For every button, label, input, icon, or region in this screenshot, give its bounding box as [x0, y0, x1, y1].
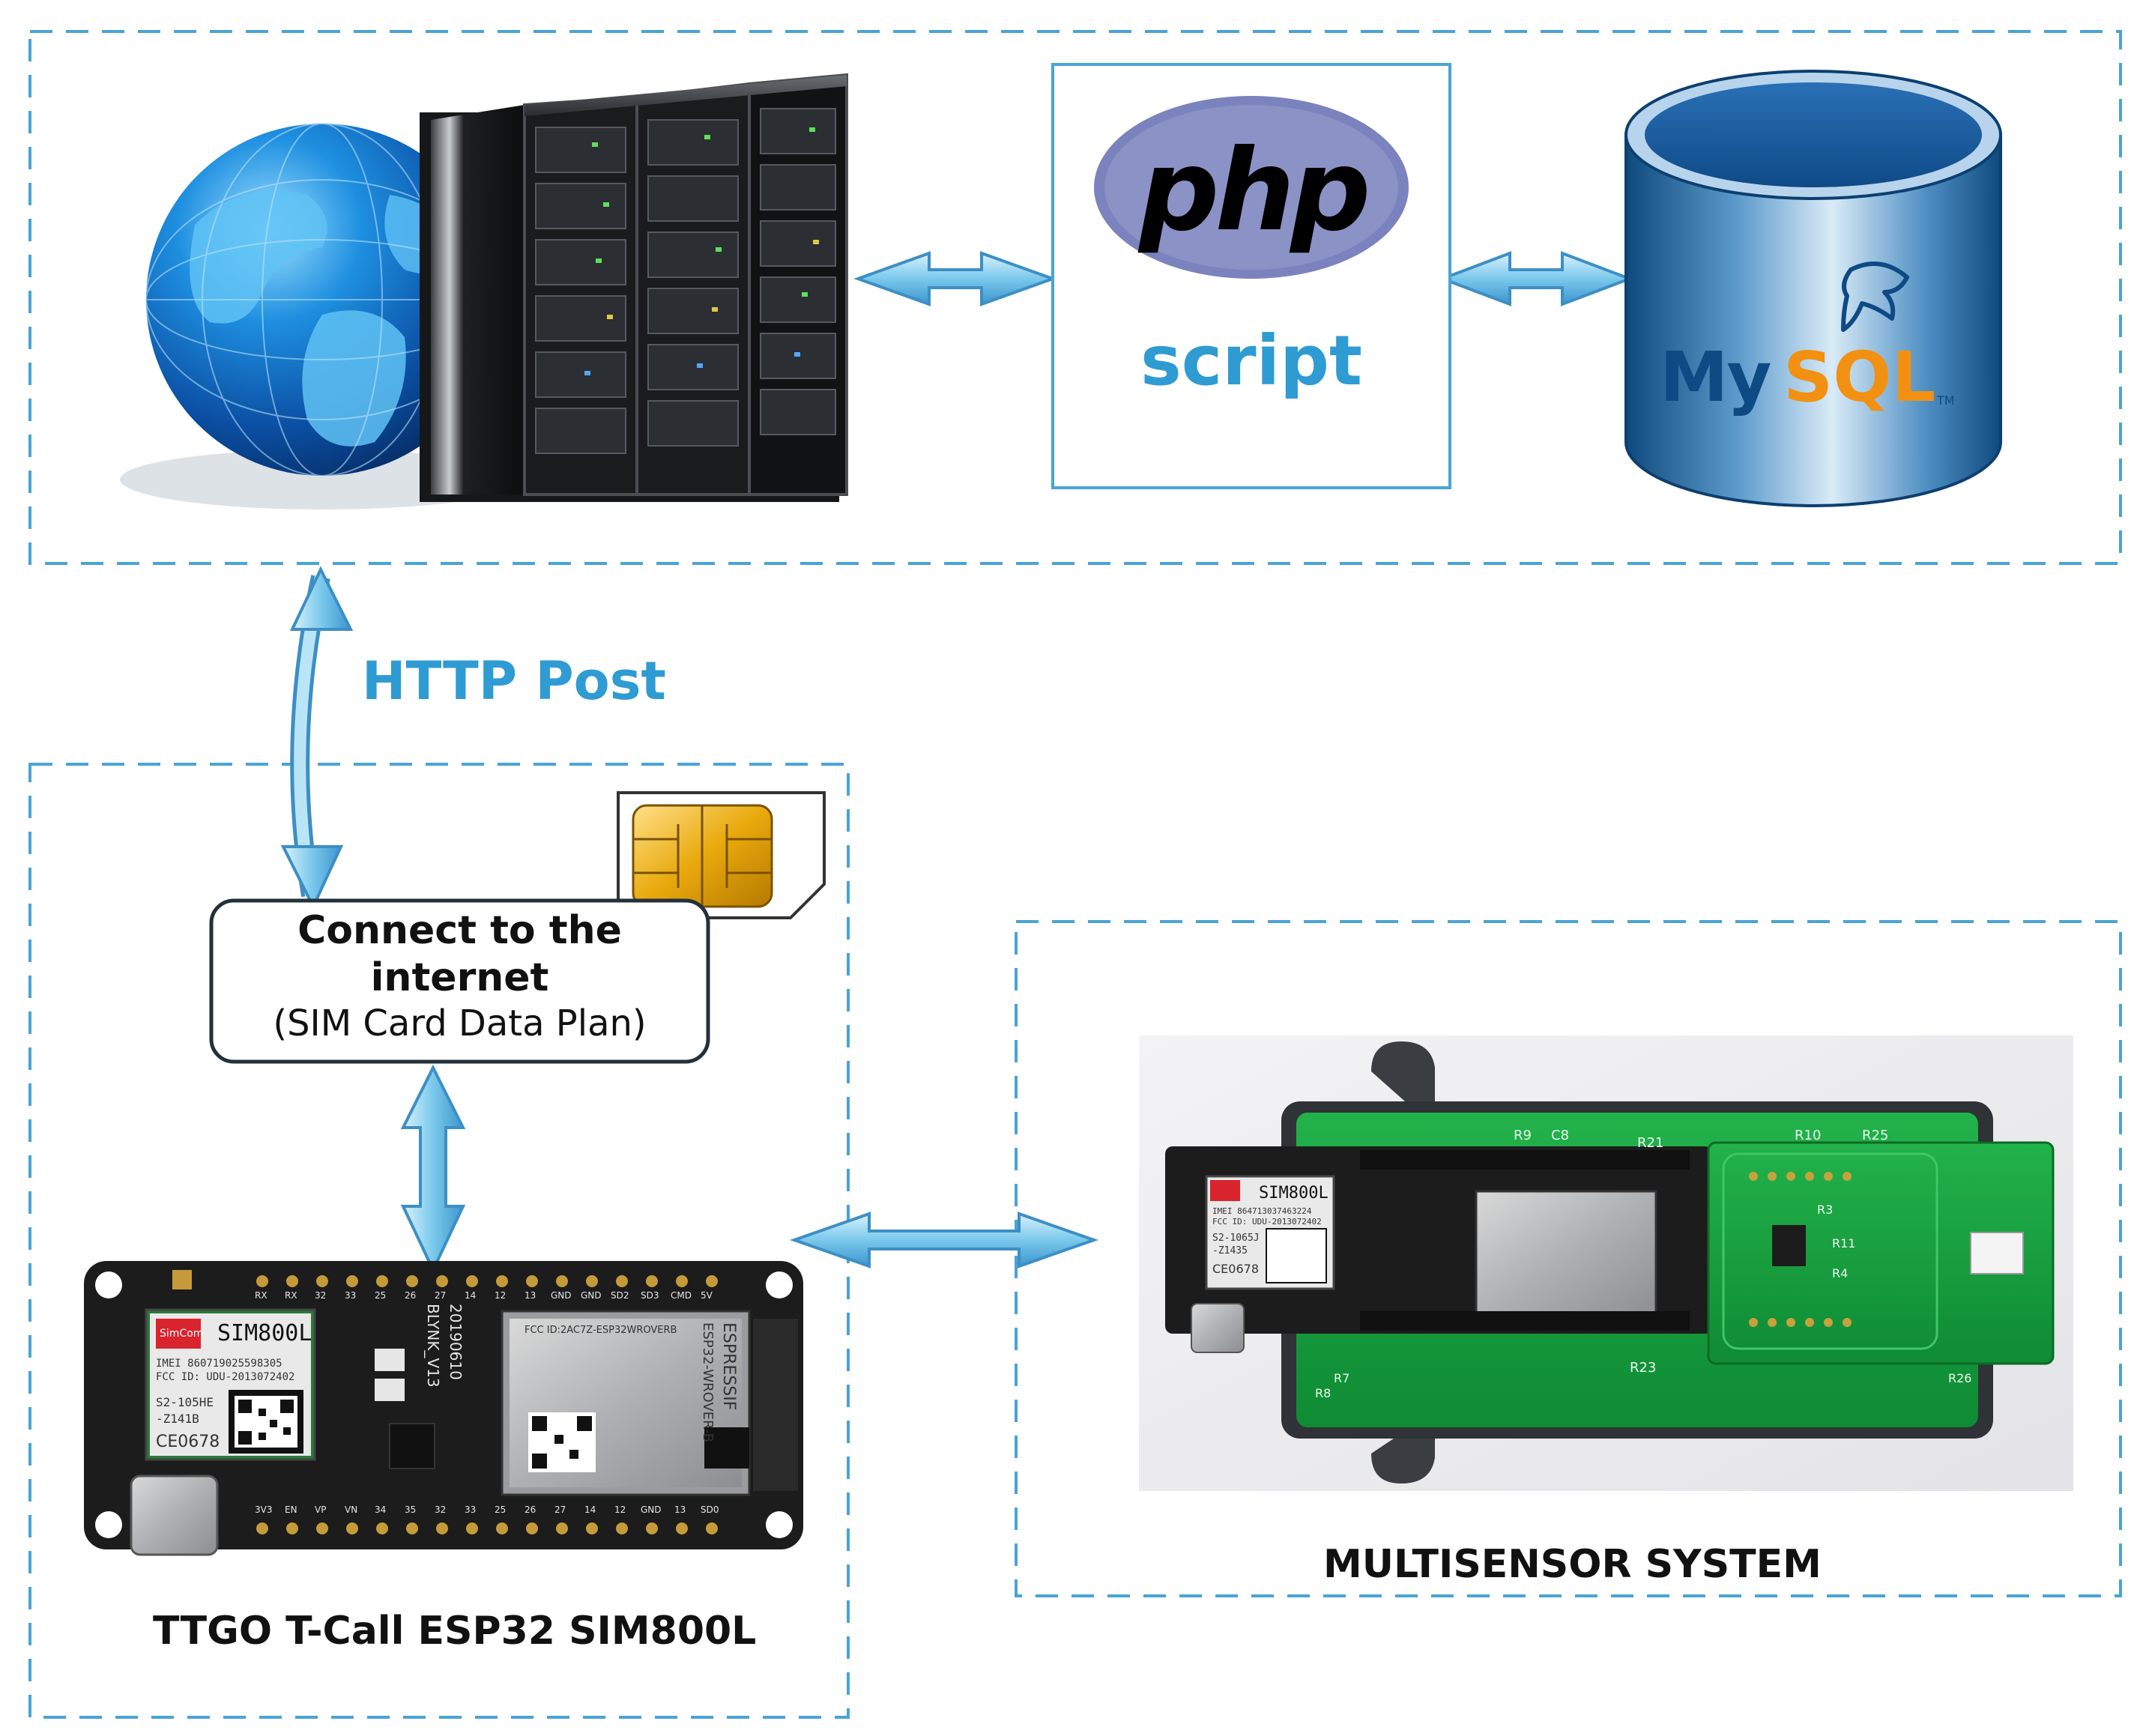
pin-label: 14 [584, 1504, 596, 1515]
pin-label: 32 [315, 1290, 327, 1301]
board-fcc: FCC ID: UDU-2013072402 [156, 1371, 295, 1383]
photo-refdes-r21: R21 [1637, 1135, 1664, 1151]
esp-model: ESP32-WROVER-B [700, 1322, 716, 1443]
photo-refdes-r3: R3 [1817, 1203, 1834, 1217]
board-model-sub: -Z141B [156, 1412, 199, 1426]
board-sim-label: SIM800L [217, 1320, 312, 1346]
connect-line2: internet [370, 955, 549, 1000]
pin-label: 14 [465, 1290, 477, 1301]
mysql-logo-sql: SQL [1783, 337, 1936, 417]
server-group-border [28, 30, 2122, 565]
photo-refdes-r9: R9 [1514, 1128, 1532, 1143]
server-php-arrow [853, 251, 1057, 306]
php-mysql-arrow [1438, 251, 1634, 306]
pin-label: 35 [405, 1504, 417, 1515]
photo-refdes-r23: R23 [1630, 1360, 1657, 1376]
connect-line3: (SIM Card Data Plan) [273, 1002, 647, 1044]
connect-box [209, 898, 710, 1064]
board-imei: IMEI 860719025598305 [156, 1358, 282, 1370]
pin-label: 12 [495, 1290, 507, 1301]
http-post-arrow [280, 566, 354, 910]
photo-fcc: FCC ID: UDU-2013072402 [1212, 1217, 1322, 1227]
board-model: S2-105HE [156, 1395, 214, 1409]
pin-label: 26 [405, 1290, 417, 1301]
board-date: 20190610 [447, 1304, 465, 1380]
pin-label: 13 [674, 1504, 686, 1515]
pin-label: VN [345, 1504, 358, 1515]
connect-board-arrow [400, 1064, 466, 1274]
multisensor-photo [1139, 1035, 2073, 1491]
http-post-label: HTTP Post [362, 650, 666, 712]
pin-label: 34 [375, 1504, 387, 1515]
pin-label: 12 [614, 1504, 626, 1515]
pin-label: 25 [495, 1504, 507, 1515]
photo-refdes-c8: C8 [1551, 1128, 1570, 1143]
pin-label: RX [255, 1290, 267, 1301]
connect-line1: Connect to the [297, 908, 622, 953]
globe-icon [120, 123, 525, 509]
pin-label: 26 [525, 1504, 536, 1515]
pin-label: RX [285, 1290, 297, 1301]
photo-ce: CE0678 [1212, 1262, 1259, 1276]
sensor-group-border [1015, 920, 2122, 1597]
pin-label: VP [315, 1504, 327, 1515]
pin-label: EN [285, 1504, 297, 1515]
photo-refdes-r25: R25 [1862, 1128, 1889, 1143]
ttgo-caption: TTGO T-Call ESP32 SIM800L [153, 1609, 757, 1654]
multisensor-caption: MULTISENSOR SYSTEM [1323, 1542, 1822, 1587]
board-sim-brand: SimCom [160, 1328, 204, 1340]
mysql-logo-my: My [1660, 337, 1772, 417]
pin-label: SD2 [611, 1290, 629, 1301]
pin-label: GND [641, 1504, 662, 1515]
pin-label: 5V [701, 1290, 713, 1301]
pin-label: GND [551, 1290, 572, 1301]
photo-refdes-r10: R10 [1795, 1128, 1822, 1143]
board-pins-bottom: 3V3 EN VP VN 34 35 32 33 25 26 27 14 12 … [247, 1504, 727, 1519]
photo-sim-label: SIM800L [1259, 1184, 1329, 1203]
pin-label: 33 [465, 1504, 477, 1515]
photo-refdes-r8: R8 [1315, 1386, 1332, 1400]
ttgo-board-image [84, 1261, 803, 1556]
board-rev: BLYNK_V13 [424, 1304, 442, 1388]
photo-refdes-r11: R11 [1832, 1236, 1856, 1250]
pin-label: SD0 [701, 1504, 719, 1515]
pin-label: SD3 [641, 1290, 659, 1301]
esp-cert: FCC ID:2AC7Z-ESP32WROVERB [525, 1325, 677, 1336]
mysql-database-icon [1624, 70, 2002, 507]
pin-label: 27 [554, 1504, 566, 1515]
php-caption: script [1140, 321, 1363, 401]
photo-model-sub: -Z1435 [1212, 1245, 1248, 1256]
mysql-logo-tm: TM [1937, 393, 1955, 408]
photo-model: S2-1065J [1212, 1233, 1260, 1244]
photo-refdes-r7: R7 [1334, 1371, 1350, 1385]
pin-label: 32 [435, 1504, 447, 1515]
server-rack-icon [420, 73, 848, 502]
pin-label: 13 [525, 1290, 536, 1301]
pin-label: GND [581, 1290, 602, 1301]
pin-label: 33 [345, 1290, 357, 1301]
photo-refdes-r26: R26 [1948, 1371, 1972, 1385]
pin-label: 27 [435, 1290, 447, 1301]
photo-imei: IMEI 864713037463224 [1212, 1206, 1312, 1216]
board-sensor-arrow [789, 1212, 1099, 1268]
pin-label: 25 [375, 1290, 387, 1301]
board-pins-top: RX RX 32 33 25 26 27 14 12 13 GND GND SD… [247, 1290, 727, 1305]
esp-brand: ESPRESSIF [719, 1322, 738, 1411]
php-logo-text: php [1139, 126, 1371, 256]
sim-card-icon [617, 791, 826, 919]
pin-label: 3V3 [255, 1504, 273, 1515]
dolphin-icon [1841, 261, 1909, 332]
php-logo [1094, 96, 1409, 279]
board-ce: CE0678 [156, 1433, 220, 1451]
photo-refdes-r4: R4 [1832, 1266, 1849, 1280]
pin-label: CMD [671, 1290, 692, 1301]
